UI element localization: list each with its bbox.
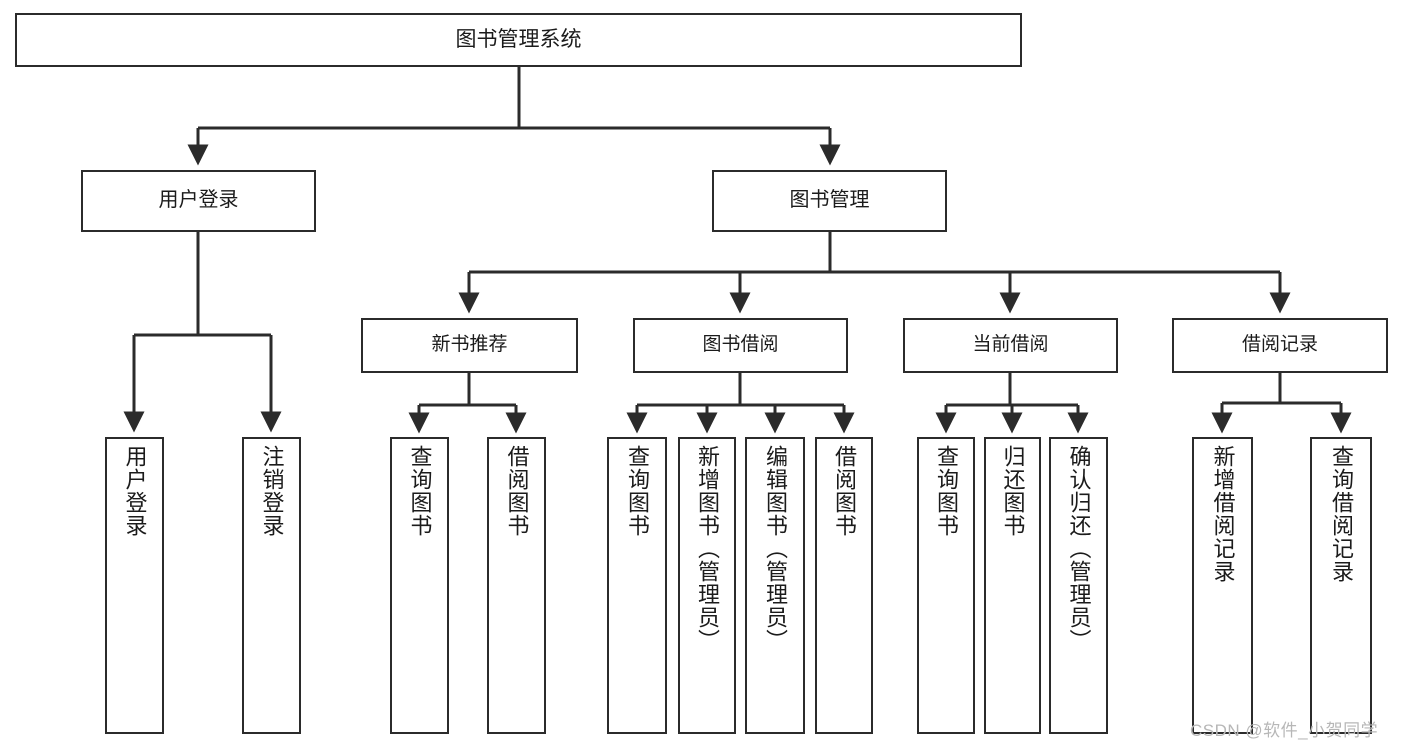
edges-borrow-record — [1211, 373, 1352, 434]
node-label: 图书管理系统 — [455, 27, 582, 51]
node-book-management[interactable]: 图书管理 — [712, 170, 947, 232]
edges-current-borrow — [935, 373, 1089, 434]
node-leaf-user-login-login[interactable]: 用户登录 — [105, 437, 164, 734]
node-leaf-current-borrow-query[interactable]: 查询图书 — [917, 437, 975, 734]
node-label: 查询图书 — [934, 445, 959, 537]
node-label: 用户登录 — [158, 189, 239, 212]
node-label: 新增借阅记录 — [1210, 445, 1236, 583]
node-new-book-recommend[interactable]: 新书推荐 — [361, 318, 578, 373]
watermark-csdn: CSDN @软件_小贺同学 — [1190, 721, 1379, 740]
node-leaf-current-borrow-confirm-return[interactable]: 确认归还（管理员） — [1049, 437, 1108, 734]
edges-book-manage — [458, 232, 1291, 314]
node-label: 新书推荐 — [431, 334, 508, 356]
node-label: 确认归还（管理员） — [1066, 445, 1092, 652]
node-label: 借阅记录 — [1241, 334, 1318, 356]
node-leaf-new-book-query[interactable]: 查询图书 — [390, 437, 449, 734]
node-label: 归还图书 — [1000, 445, 1026, 537]
edges-user-login — [123, 232, 282, 433]
node-leaf-book-borrow-borrow[interactable]: 借阅图书 — [815, 437, 873, 734]
node-leaf-book-borrow-add[interactable]: 新增图书（管理员） — [678, 437, 736, 734]
node-label: 借阅图书 — [832, 445, 857, 537]
node-label: 用户登录 — [122, 445, 148, 537]
node-label: 查询借阅记录 — [1329, 445, 1354, 583]
node-borrow-record[interactable]: 借阅记录 — [1172, 318, 1388, 373]
node-label: 查询图书 — [625, 445, 650, 537]
node-label: 图书借阅 — [702, 334, 779, 356]
edges-book-borrow — [626, 373, 855, 434]
node-book-management-system[interactable]: 图书管理系统 — [15, 13, 1022, 67]
node-leaf-book-borrow-edit[interactable]: 编辑图书（管理员） — [745, 437, 805, 734]
node-label: 编辑图书（管理员） — [763, 445, 788, 652]
node-label: 新增图书（管理员） — [695, 445, 720, 652]
node-leaf-borrow-record-add[interactable]: 新增借阅记录 — [1192, 437, 1253, 734]
node-leaf-book-borrow-query[interactable]: 查询图书 — [607, 437, 667, 734]
node-user-login[interactable]: 用户登录 — [81, 170, 316, 232]
node-label: 查询图书 — [407, 445, 433, 537]
node-label: 当前借阅 — [972, 334, 1049, 356]
node-label: 借阅图书 — [504, 445, 530, 537]
node-leaf-new-book-borrow[interactable]: 借阅图书 — [487, 437, 546, 734]
node-book-borrow[interactable]: 图书借阅 — [633, 318, 848, 373]
node-leaf-current-borrow-return[interactable]: 归还图书 — [984, 437, 1041, 734]
node-label: 图书管理 — [789, 189, 870, 212]
edges-new-book — [408, 373, 527, 434]
node-leaf-borrow-record-query[interactable]: 查询借阅记录 — [1310, 437, 1372, 734]
edges-root — [187, 67, 841, 166]
node-current-borrow[interactable]: 当前借阅 — [903, 318, 1118, 373]
node-leaf-user-login-logout[interactable]: 注销登录 — [242, 437, 301, 734]
node-label: 注销登录 — [259, 445, 285, 537]
